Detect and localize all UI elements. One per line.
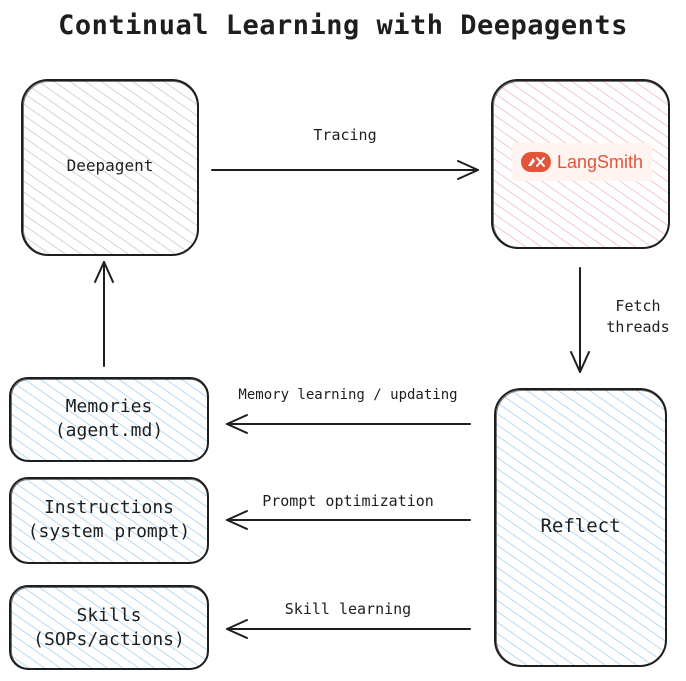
fetch-threads-arrow [570,267,590,373]
memories-label: Memories (agent.md) [10,395,208,443]
memories-node [9,377,209,462]
skill-learning-arrow [226,619,471,639]
skills-line1: Skills [76,605,142,626]
skill-learning-label: Skill learning [284,600,412,618]
instructions-node [9,477,209,564]
reflect-label: Reflect [540,515,621,537]
prompt-optimization-arrow [226,510,471,530]
skills-label: Skills (SOPs/actions) [10,604,208,652]
langsmith-logo-text: LangSmith [556,151,644,172]
instructions-line1: Instructions [43,497,175,518]
memory-learning-label: Memory learning / updating [238,387,458,403]
prompt-optimization-label: Prompt optimization [262,492,434,510]
instructions-line2: (system prompt) [27,521,191,542]
memories-to-deepagent-arrow [94,261,114,367]
deepagent-label: Deepagent [66,156,154,175]
fetch-threads-line1: Fetch [615,297,661,315]
diagram-title: Continual Learning with Deepagents [58,10,628,41]
memory-learning-arrow [226,414,471,434]
deepagent-node [21,79,199,256]
instructions-label: Instructions (system prompt) [10,496,208,544]
fetch-threads-line2: threads [606,318,670,336]
memories-line2: (agent.md) [54,420,164,441]
reflect-node [494,388,667,667]
tracing-label: Tracing [313,126,377,144]
skills-node [9,585,209,670]
tracing-arrow [211,160,479,180]
fetch-threads-label: Fetch threads [598,296,678,338]
memories-line1: Memories [65,396,153,417]
skills-line2: (SOPs/actions) [33,629,185,650]
langsmith-logo: LangSmith [512,143,652,181]
tools-icon [527,157,545,167]
langsmith-mark-icon [520,152,551,172]
